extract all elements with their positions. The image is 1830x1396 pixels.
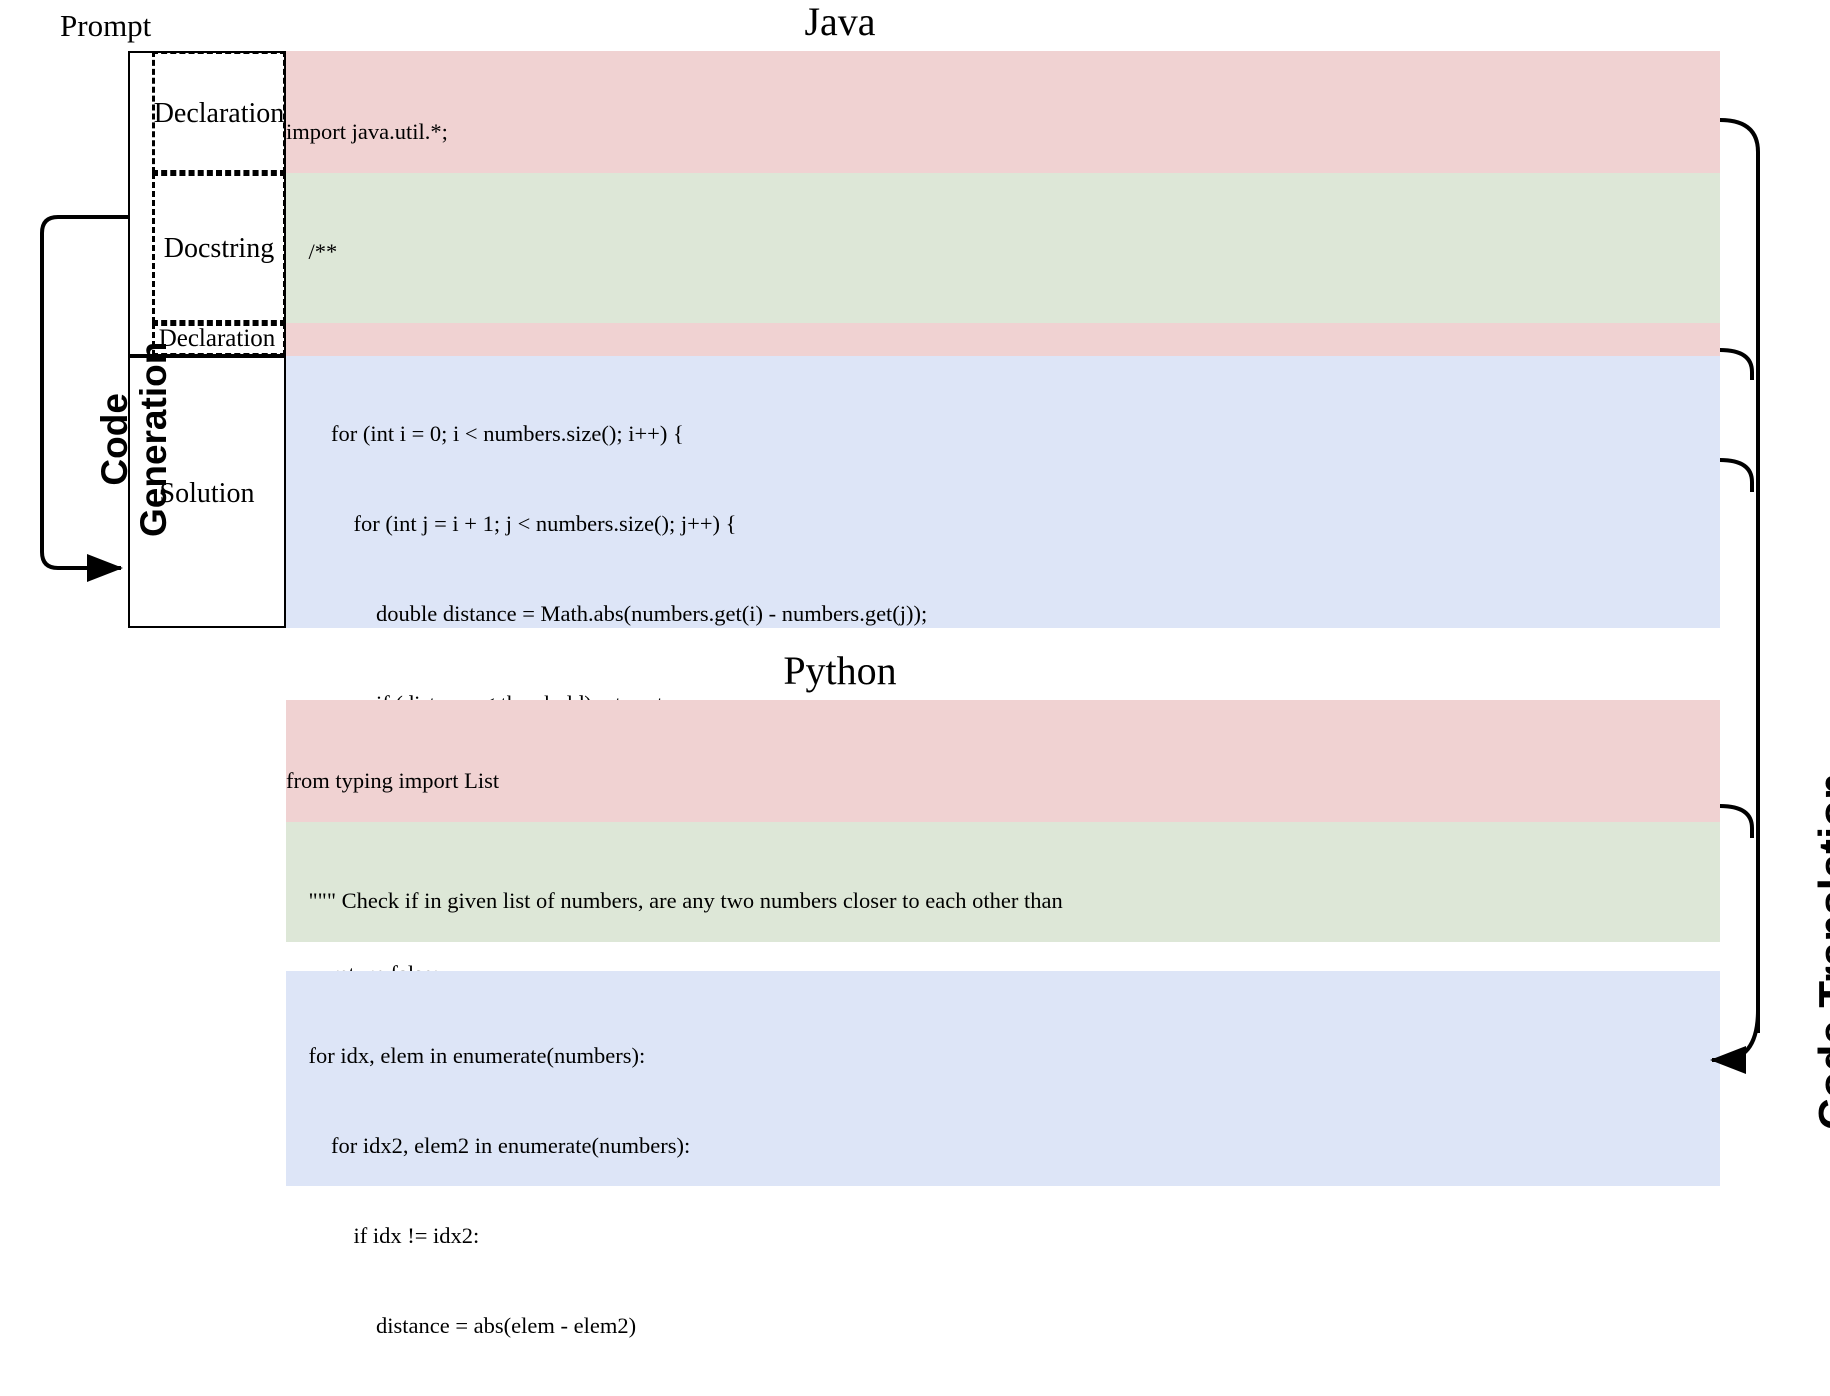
code-line: for (int i = 0; i < numbers.size(); i++)…	[286, 421, 684, 446]
declaration-bottom-dashed-box	[152, 323, 286, 356]
java-solution-block: for (int i = 0; i < numbers.size(); i++)…	[286, 356, 1720, 1166]
java-declaration-top-block: import java.util.*; import java.lang.*; …	[286, 51, 1720, 414]
declaration-top-label: Declaration	[153, 98, 285, 129]
code-line: for idx2, elem2 in enumerate(numbers):	[286, 1133, 691, 1158]
code-line: """ Check if in given list of numbers, a…	[286, 888, 1063, 913]
java-docstring-block: /** Check if in given list of numbers, a…	[286, 173, 1720, 624]
code-translation-label: Code Translation	[1810, 773, 1830, 1130]
java-declaration-signature-block: public boolean hasCloseElements(List<Dou…	[286, 323, 1720, 413]
code-line: /**	[286, 239, 338, 264]
python-solution-block: for idx, elem in enumerate(numbers): for…	[286, 971, 1720, 1338]
code-translation-arrow-signature	[1719, 348, 1754, 380]
code-generation-line1: Code	[94, 393, 135, 486]
code-line: import java.util.*;	[286, 119, 448, 144]
declaration-top-dashed-box	[152, 51, 286, 173]
code-translation-arrow-top	[1719, 118, 1760, 1033]
docstring-label: Docstring	[163, 233, 275, 264]
prompt-title: Prompt	[60, 8, 152, 43]
declaration-bottom-label: Declaration	[158, 325, 276, 352]
code-line: if idx != idx2:	[286, 1223, 480, 1248]
code-line: for idx, elem in enumerate(numbers):	[286, 1043, 646, 1068]
code-line: for (int j = i + 1; j < numbers.size(); …	[286, 511, 737, 536]
code-line: double distance = Math.abs(numbers.get(i…	[286, 601, 928, 626]
java-section-title: Java	[804, 0, 876, 44]
solution-outer-box	[128, 356, 286, 628]
docstring-dashed-box	[152, 173, 286, 323]
python-declaration-block: from typing import List def has_close_el…	[286, 700, 1720, 1063]
code-generation-label: Code Generation	[94, 341, 174, 537]
code-line: from typing import List	[286, 768, 500, 793]
code-line: distance = abs(elem - elem2)	[286, 1313, 637, 1338]
code-generation-line2: Generation	[132, 341, 174, 537]
code-translation-branch-python-decl	[1719, 804, 1754, 838]
code-translation-arrow-solution	[1719, 458, 1754, 492]
python-section-title: Python	[783, 648, 897, 693]
solution-label: Solution	[159, 478, 255, 509]
python-docstring-block: """ Check if in given list of numbers, a…	[286, 822, 1720, 1183]
